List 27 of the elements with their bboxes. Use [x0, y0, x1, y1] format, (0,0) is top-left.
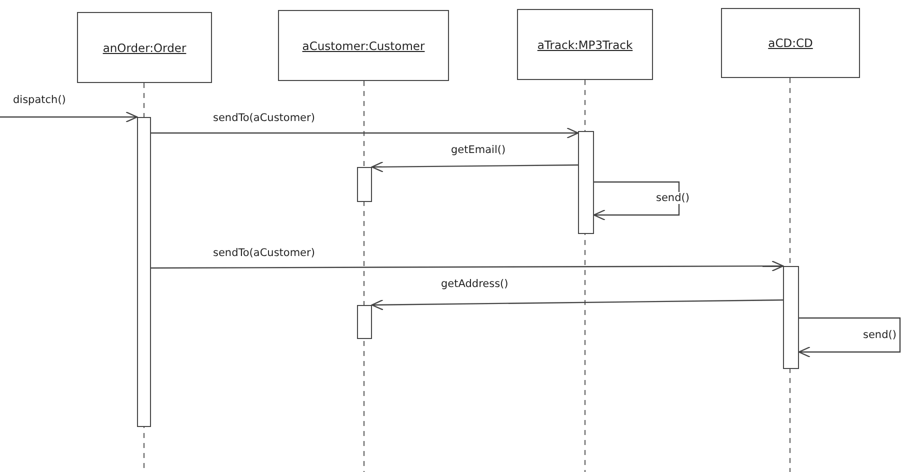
object-box [278, 10, 449, 81]
object-name: aTrack:MP3Track [537, 38, 633, 52]
object-name: anOrder:Order [102, 40, 186, 54]
message-label: send() [655, 192, 690, 204]
activation-bar [137, 117, 151, 427]
message-arrow [371, 161, 578, 172]
message-arrow [151, 260, 784, 272]
message-label: sendTo(aCustomer) [212, 112, 316, 124]
message-label: send() [862, 329, 898, 341]
object-box [517, 9, 653, 80]
activation-bar [357, 305, 372, 339]
activation-bar [357, 167, 372, 202]
message-arrow [371, 299, 783, 310]
activation-bar [783, 266, 799, 369]
message-label: getAddress() [440, 278, 510, 290]
object-name: aCD:CD [768, 36, 813, 50]
message-arrow [0, 111, 138, 123]
object-box [721, 8, 860, 78]
object-name: aCustomer:Customer [302, 38, 425, 52]
self-message-arrow [593, 181, 680, 221]
activation-bar [578, 131, 594, 234]
message-arrow [151, 127, 579, 139]
object-box [77, 12, 212, 83]
message-label: sendTo(aCustomer) [212, 247, 316, 259]
self-message-arrow [798, 317, 901, 358]
message-label: getEmail() [450, 144, 507, 156]
message-label: dispatch() [12, 94, 67, 106]
